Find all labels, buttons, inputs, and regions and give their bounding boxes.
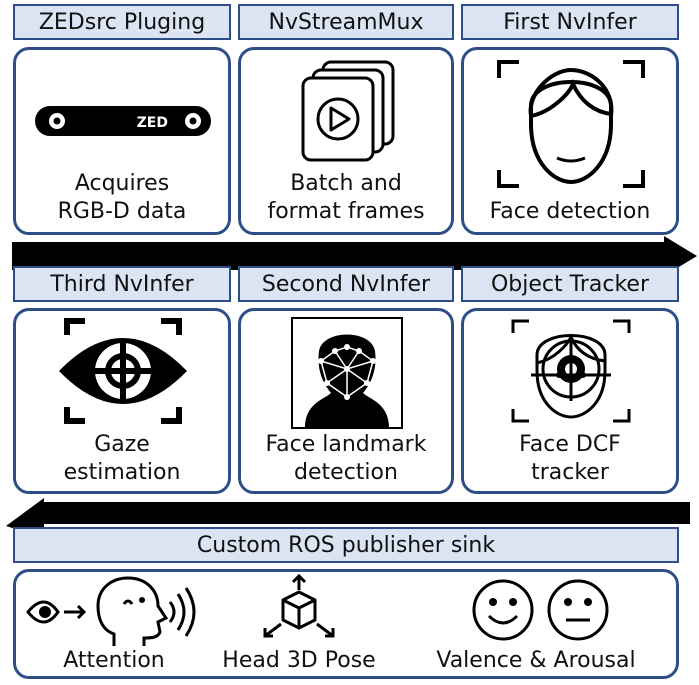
card-second-nvinfer: Face landmark detection <box>238 308 454 494</box>
zed-camera-label: ZED <box>137 115 168 131</box>
output-attention: Attention <box>63 648 165 673</box>
header-first-nvinfer-label: First NvInfer <box>503 9 637 35</box>
header-nvstreammux-label: NvStreamMux <box>268 9 424 35</box>
caption-nvstreammux: Batch and format frames <box>241 170 451 226</box>
caption-third-nvinfer: Gaze estimation <box>16 431 228 487</box>
header-object-tracker-label: Object Tracker <box>490 271 649 297</box>
caption-object-tracker-line2: tracker <box>531 460 609 485</box>
header-ros-sink: Custom ROS publisher sink <box>13 527 679 563</box>
head-pose-icon <box>263 573 335 638</box>
caption-second-nvinfer-line1: Face landmark <box>265 432 427 457</box>
caption-nvstreammux-line1: Batch and <box>290 171 402 196</box>
output-head-pose: Head 3D Pose <box>222 648 376 673</box>
card-first-nvinfer: Face detection <box>461 47 679 235</box>
card-zedsrc: ZED Acquires RGB-D data <box>13 47 231 235</box>
header-object-tracker: Object Tracker <box>461 266 679 302</box>
header-third-nvinfer-label: Third NvInfer <box>50 271 194 297</box>
header-second-nvinfer: Second NvInfer <box>238 266 454 302</box>
smile-face-icon <box>472 579 534 641</box>
caption-first-nvinfer: Face detection <box>464 198 676 226</box>
caption-nvstreammux-line2: format frames <box>267 199 425 224</box>
card-object-tracker: Face DCF tracker <box>461 308 679 494</box>
card-nvstreammux: Batch and format frames <box>238 47 454 235</box>
caption-first-nvinfer-line1: Face detection <box>489 199 651 224</box>
caption-zedsrc-line1: Acquires <box>74 171 170 196</box>
caption-zedsrc: Acquires RGB-D data <box>16 170 228 226</box>
face-tracker-icon <box>511 319 631 423</box>
face-landmark-icon <box>291 317 403 429</box>
gaze-eye-icon <box>59 318 187 424</box>
zed-camera-icon: ZED <box>35 106 211 136</box>
header-nvstreammux: NvStreamMux <box>238 4 454 40</box>
output-valence-arousal: Valence & Arousal <box>436 648 636 673</box>
header-zedsrc: ZEDsrc Pluging <box>13 4 231 40</box>
flow-arrow-left <box>6 498 690 538</box>
caption-object-tracker: Face DCF tracker <box>464 431 676 487</box>
caption-third-nvinfer-line1: Gaze <box>94 432 150 457</box>
card-third-nvinfer: Gaze estimation <box>13 308 231 494</box>
header-third-nvinfer: Third NvInfer <box>13 266 231 302</box>
caption-second-nvinfer-line2: detection <box>294 460 398 485</box>
caption-second-nvinfer: Face landmark detection <box>241 431 451 487</box>
caption-object-tracker-line1: Face DCF <box>519 432 621 457</box>
neutral-face-icon <box>547 579 609 641</box>
face-detection-icon <box>497 60 645 188</box>
caption-third-nvinfer-line2: estimation <box>63 460 181 485</box>
video-frames-icon <box>301 60 395 162</box>
header-first-nvinfer: First NvInfer <box>461 4 679 40</box>
card-ros-sink: Attention Head 3D Pose Valence & Arousal <box>13 569 679 679</box>
header-ros-sink-label: Custom ROS publisher sink <box>196 532 496 558</box>
header-zedsrc-label: ZEDsrc Pluging <box>38 9 206 35</box>
header-second-nvinfer-label: Second NvInfer <box>261 271 431 297</box>
caption-zedsrc-line2: RGB-D data <box>57 199 187 224</box>
attention-icon <box>26 576 196 646</box>
